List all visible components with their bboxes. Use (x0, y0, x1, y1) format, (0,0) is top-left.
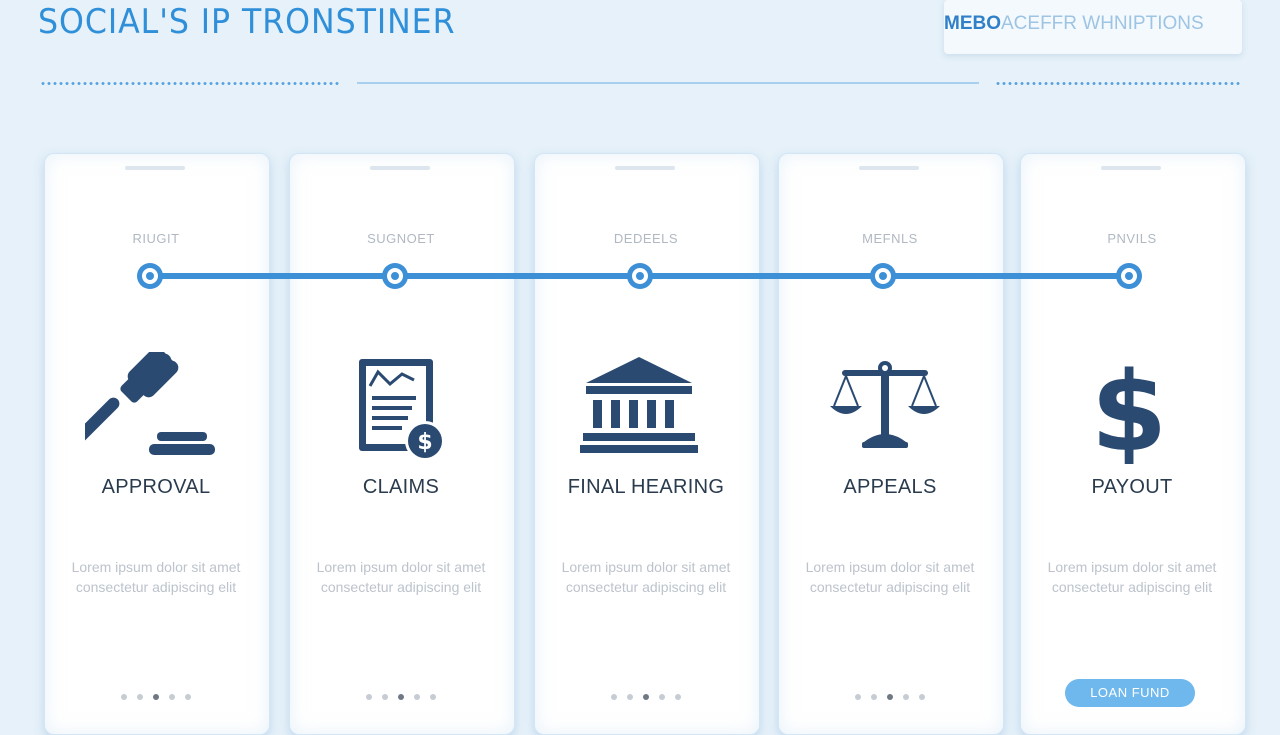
stage-card-payout[interactable] (1020, 153, 1246, 735)
pagination-dots[interactable] (289, 688, 513, 706)
page-dot[interactable] (185, 693, 191, 700)
svg-text:$: $ (417, 430, 432, 455)
stage-title: APPEALS (843, 476, 937, 498)
page-dot[interactable] (611, 693, 617, 700)
stage-description: Lorem ipsum dolor sit amet consectetur a… (1047, 559, 1217, 595)
card-handle (615, 166, 675, 170)
page-dot[interactable] (121, 693, 127, 700)
card-handle (125, 166, 185, 170)
badge-text: MEBOACEFFR WHNIPTIONS (944, 13, 1204, 35)
page-dot-active[interactable] (153, 693, 159, 700)
stage-title: APPROVAL (101, 476, 211, 498)
timeline-node-appeals[interactable] (870, 263, 896, 289)
timeline-node-payout[interactable] (1116, 263, 1142, 289)
svg-text:$: $ (1094, 352, 1164, 464)
card-handle (370, 166, 430, 170)
timeline-node-claims[interactable] (382, 263, 408, 289)
page-dot[interactable] (659, 693, 665, 700)
page-dot[interactable] (919, 693, 925, 700)
card-handle (859, 166, 919, 170)
dotted-divider-right (995, 82, 1241, 85)
timeline-node-final-hearing[interactable] (627, 263, 653, 289)
stage-card-final-hearing[interactable] (534, 153, 760, 735)
page-dot[interactable] (903, 693, 909, 700)
dollar-icon: $ (1094, 352, 1164, 464)
badge-rest: ACEFFR WHNIPTIONS (1001, 13, 1204, 34)
page-dot[interactable] (627, 693, 633, 700)
stage-sublabel: PNVILS (1107, 231, 1157, 246)
page-dot[interactable] (169, 693, 175, 700)
stage-sublabel: SUGNOET (367, 231, 435, 246)
page-dot[interactable] (855, 693, 861, 700)
scales-icon (830, 361, 940, 448)
courthouse-icon (580, 357, 698, 453)
pagination-dots[interactable] (534, 688, 758, 706)
claim-document-icon: $ (359, 359, 445, 461)
timeline-node-approval[interactable] (137, 263, 163, 289)
page-dot[interactable] (675, 693, 681, 700)
stage-description: Lorem ipsum dolor sit amet consectetur a… (561, 559, 731, 595)
page-dot[interactable] (871, 693, 877, 700)
page-dot[interactable] (382, 693, 388, 700)
pagination-dots[interactable] (778, 688, 1002, 706)
page-dot-active[interactable] (398, 693, 404, 700)
stage-description: Lorem ipsum dolor sit amet consectetur a… (805, 559, 975, 595)
badge-bold: MEBO (944, 13, 1001, 34)
cta-button[interactable]: LOAN FUND (1065, 679, 1195, 707)
stage-description: Lorem ipsum dolor sit amet consectetur a… (316, 559, 486, 595)
card-handle (1101, 166, 1161, 170)
header-divider (357, 82, 979, 84)
header-badge[interactable]: MEBOACEFFR WHNIPTIONS (944, 0, 1242, 54)
page-dot-active[interactable] (887, 693, 893, 700)
stage-title: CLAIMS (362, 476, 440, 498)
page-dot[interactable] (414, 693, 420, 700)
stage-description: Lorem ipsum dolor sit amet consectetur a… (71, 559, 241, 595)
stage-sublabel: DEDEELS (613, 231, 679, 246)
stage-sublabel: RIUGIT (132, 231, 180, 246)
gavel-icon (85, 352, 215, 455)
pagination-dots[interactable] (44, 688, 268, 706)
page-dot[interactable] (430, 693, 436, 700)
dotted-divider-left (40, 82, 340, 85)
page-dot-active[interactable] (643, 693, 649, 700)
stage-sublabel: MEFNLS (862, 231, 918, 246)
page-title: SOCIAL'S IP TRONSTINER (38, 2, 456, 42)
stage-title: PAYOUT (1091, 476, 1173, 498)
page-dot[interactable] (366, 693, 372, 700)
stage-title: FINAL HEARING (567, 476, 725, 498)
page-dot[interactable] (137, 693, 143, 700)
